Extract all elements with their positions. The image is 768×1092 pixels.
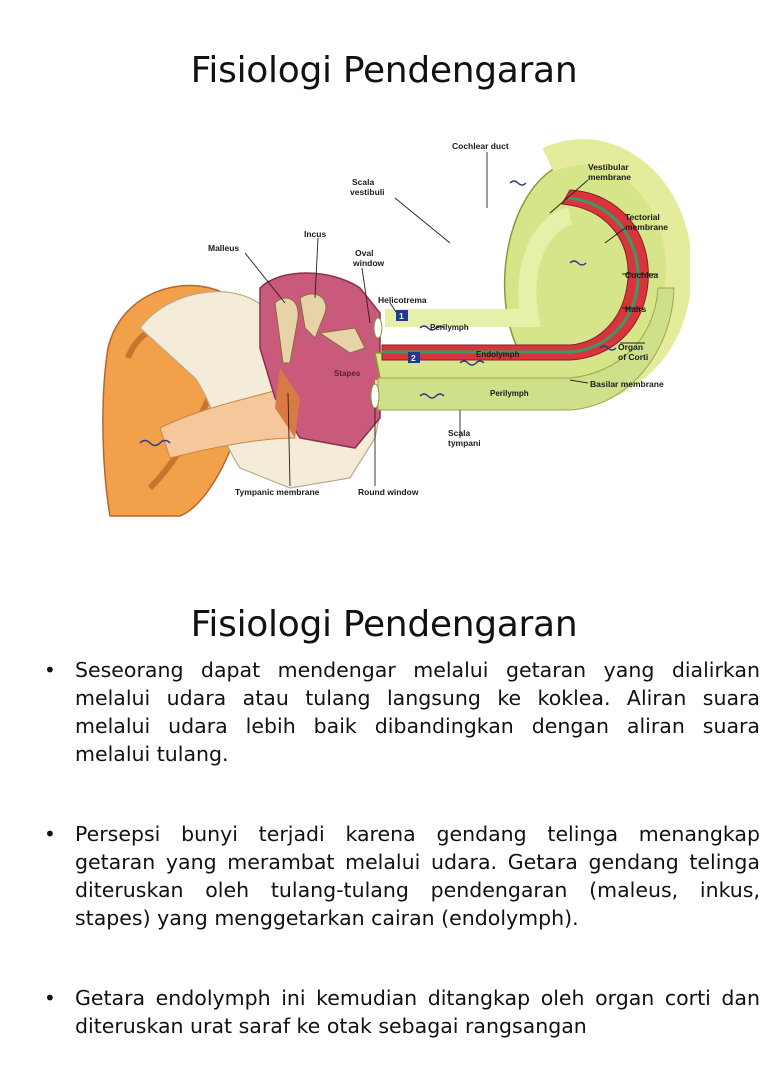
incus-shape <box>299 293 327 339</box>
slide-title: Fisiologi Pendengaran <box>190 50 578 91</box>
label-organ-of-corti: Organ <box>618 342 643 352</box>
diagram-path <box>509 180 527 186</box>
diagram-line <box>244 252 286 304</box>
label-oval-window-2: window <box>352 258 385 268</box>
scala-tympani-shape <box>377 287 675 411</box>
label-malleus: Malleus <box>208 243 239 253</box>
label-tympanic-membrane: Tympanic membrane <box>235 487 320 497</box>
label-scala-tympani-2: tympani <box>448 438 481 448</box>
bullet-icon: • <box>44 822 56 846</box>
marker-2-box <box>408 352 420 363</box>
label-cochlear-duct: Cochlear duct <box>452 141 509 151</box>
label-perilymph-top: Perilymph <box>430 323 469 332</box>
bullet-icon: • <box>44 986 56 1010</box>
label-scala-vestibuli: Scala <box>352 177 374 187</box>
label-vestibular-membrane-2: membrane <box>588 172 631 182</box>
label-round-window: Round window <box>358 487 419 497</box>
label-stapes: Stapes <box>334 369 361 378</box>
label-hairs: Hairs <box>625 304 647 314</box>
stapes-shape <box>318 327 366 354</box>
diagram-path <box>599 345 617 351</box>
label-organ-of-corti-2: of Corti <box>618 352 648 362</box>
label-scala-vestibuli-2: vestibuli <box>350 187 384 197</box>
label-tectorial-membrane-2: membrane <box>625 222 668 232</box>
label-oval-window: Oval <box>355 248 373 258</box>
label-basilar-membrane: Basilar membrane <box>590 379 664 389</box>
bullet-text: Seseorang dapat mendengar melalui getara… <box>75 658 760 766</box>
oval-window-shape <box>373 317 383 339</box>
marker-2: 2 <box>411 353 416 363</box>
diagram-path <box>419 393 445 399</box>
diagram-path <box>382 196 640 354</box>
diagram-path <box>275 368 300 438</box>
diagram-line <box>549 179 589 214</box>
bullet-text: Getara endolymph ini kemudian ditangkap … <box>75 986 760 1038</box>
label-tectorial-membrane: Tectorial <box>625 212 660 222</box>
diagram-line <box>394 197 451 244</box>
bullet-item: • Persepsi bunyi terjadi karena gendang … <box>44 820 760 932</box>
diagram-line <box>314 237 319 299</box>
label-incus: Incus <box>304 229 326 239</box>
bullet-item: • Getara endolymph ini kemudian ditangka… <box>44 984 760 1040</box>
diagram-path <box>385 207 573 327</box>
diagram-g <box>244 152 658 487</box>
diagram-line <box>287 392 291 487</box>
label-scala-tympani: Scala <box>448 428 470 438</box>
diagram-path <box>419 325 445 331</box>
label-endolymph: Endolymph <box>476 350 520 359</box>
marker-1-box <box>396 310 408 321</box>
diagram-line <box>604 227 626 244</box>
label-perilymph-bottom: Perilymph <box>490 389 529 398</box>
malleus-shape <box>274 297 299 364</box>
slide-title-2: Fisiologi Pendengaran <box>190 604 578 645</box>
label-vestibular-membrane: Vestibular <box>588 162 629 172</box>
diagram-path <box>139 439 171 447</box>
label-cochlea: Cochlea <box>625 270 658 280</box>
bullet-item: • Seseorang dapat mendengar melalui geta… <box>44 656 760 768</box>
bullet-text: Persepsi bunyi terjadi karena gendang te… <box>75 822 760 930</box>
diagram-path <box>459 360 485 366</box>
bullet-icon: • <box>44 658 56 682</box>
label-helicotrema: Helicotrema <box>378 295 427 305</box>
diagram-path <box>569 260 587 266</box>
marker-1: 1 <box>399 311 404 321</box>
ear-anatomy-diagram: 1 2 Cochlear duct Scala vestibuli Vestib… <box>100 138 690 518</box>
round-window-shape <box>370 383 380 409</box>
diagram-line <box>569 379 589 384</box>
cochlear-duct-shape <box>381 189 649 361</box>
diagram-line <box>361 267 371 324</box>
bullet-list: • Seseorang dapat mendengar melalui geta… <box>44 656 760 1092</box>
